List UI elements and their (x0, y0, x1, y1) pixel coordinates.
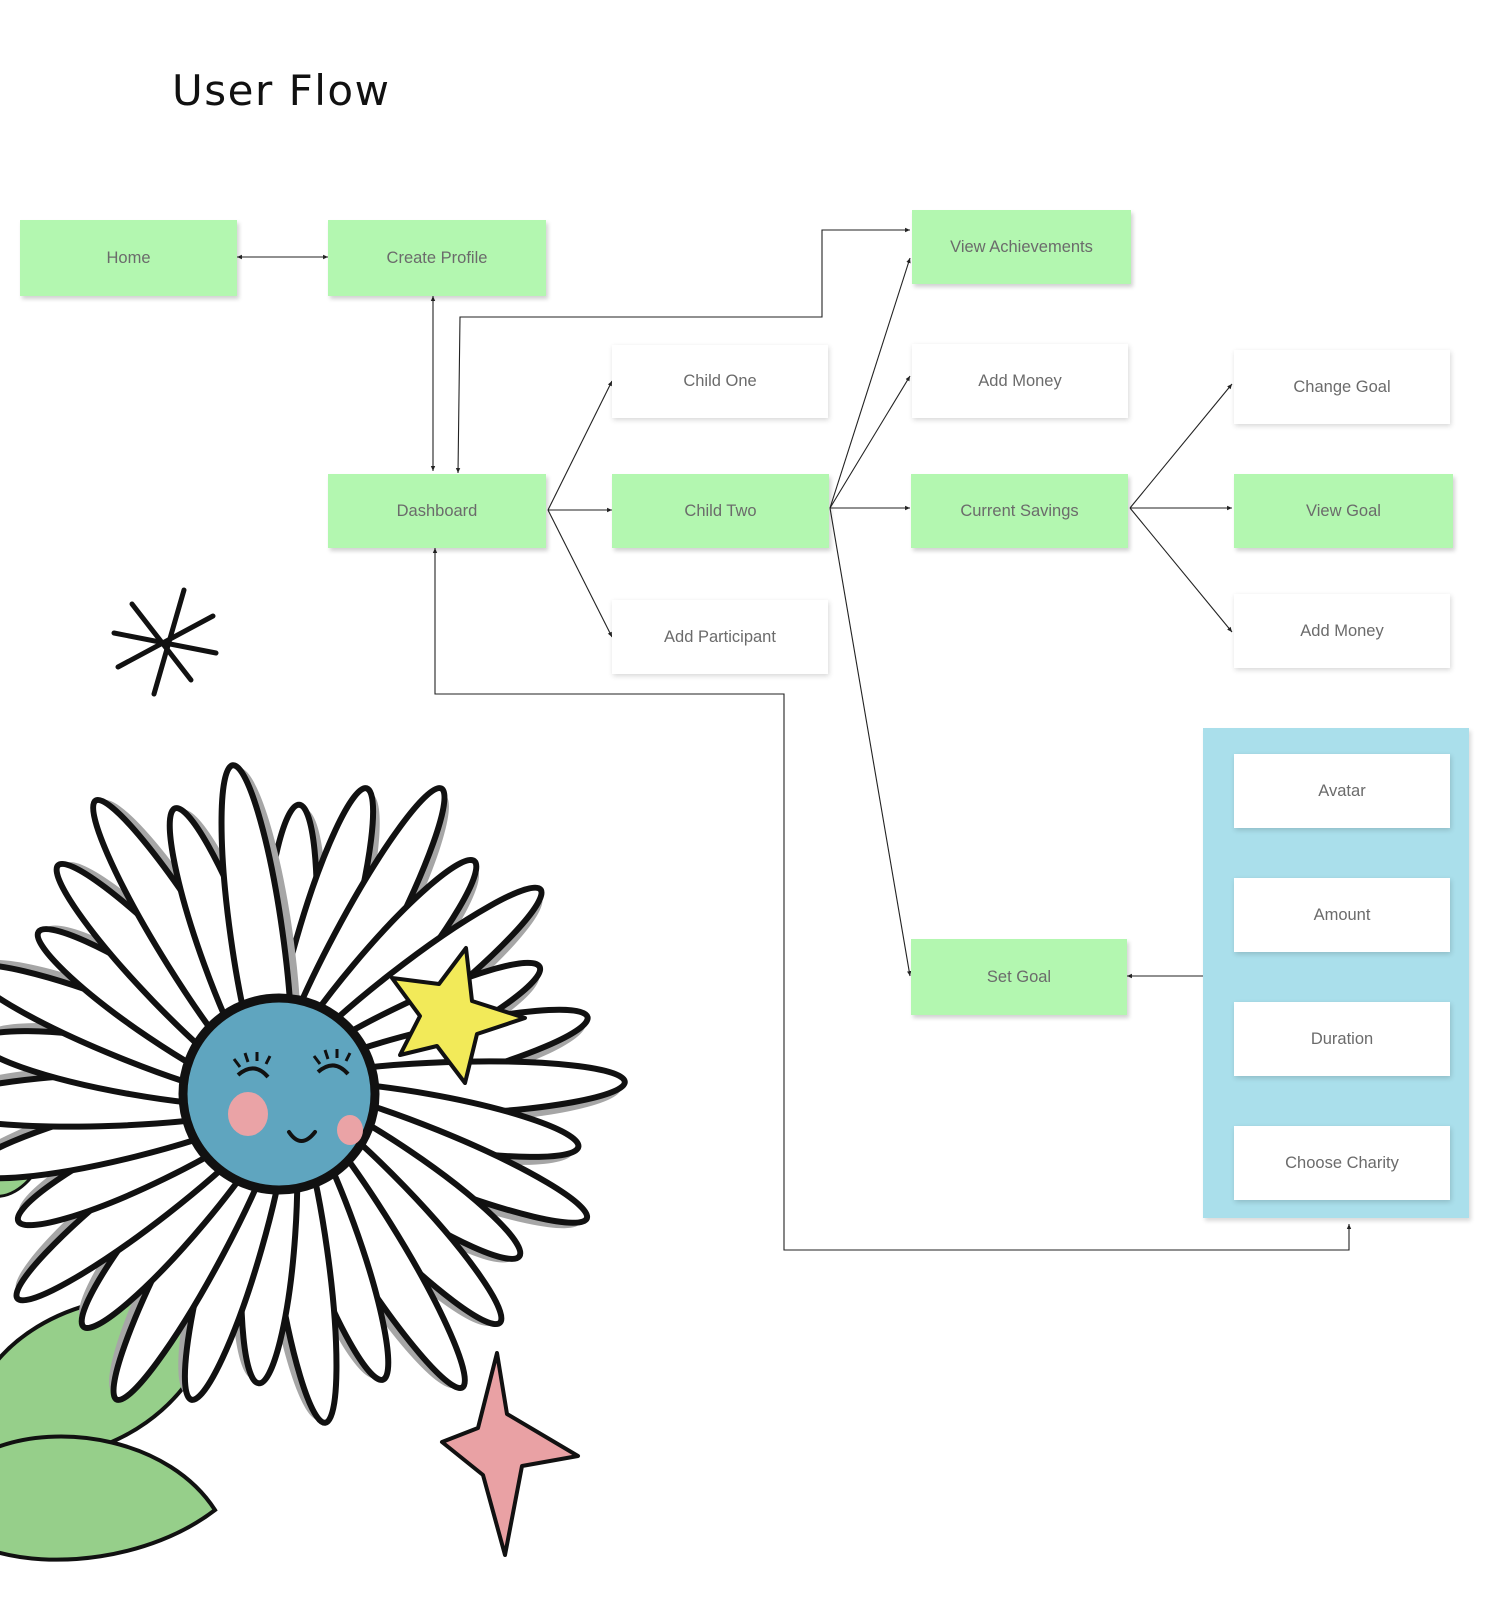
daisy-face (178, 993, 380, 1195)
node-child-two: Child Two (612, 474, 829, 548)
node-view-goal: View Goal (1234, 474, 1453, 548)
node-amount: Amount (1234, 878, 1450, 952)
node-choose-charity: Choose Charity (1234, 1126, 1450, 1200)
node-child-one: Child One (612, 345, 828, 418)
pink-star-icon (440, 1351, 580, 1557)
node-add-money-child: Add Money (912, 344, 1128, 418)
page-title: User Flow (172, 66, 391, 115)
node-current-savings: Current Savings (911, 474, 1128, 548)
node-create-profile: Create Profile (328, 220, 546, 296)
node-home: Home (20, 220, 237, 296)
node-add-money-savings: Add Money (1234, 594, 1450, 668)
goal-settings-group: Avatar Amount Duration Choose Charity (1203, 728, 1469, 1218)
node-avatar: Avatar (1234, 754, 1450, 828)
node-set-goal: Set Goal (911, 939, 1127, 1015)
node-add-participant: Add Participant (612, 600, 828, 674)
node-view-achievements: View Achievements (912, 210, 1131, 284)
node-dashboard: Dashboard (328, 474, 546, 548)
connector-lines (237, 227, 1352, 1251)
daisy-illustration (0, 762, 628, 1562)
asterisk-icon (111, 587, 219, 697)
node-duration: Duration (1234, 1002, 1450, 1076)
node-change-goal: Change Goal (1234, 350, 1450, 424)
